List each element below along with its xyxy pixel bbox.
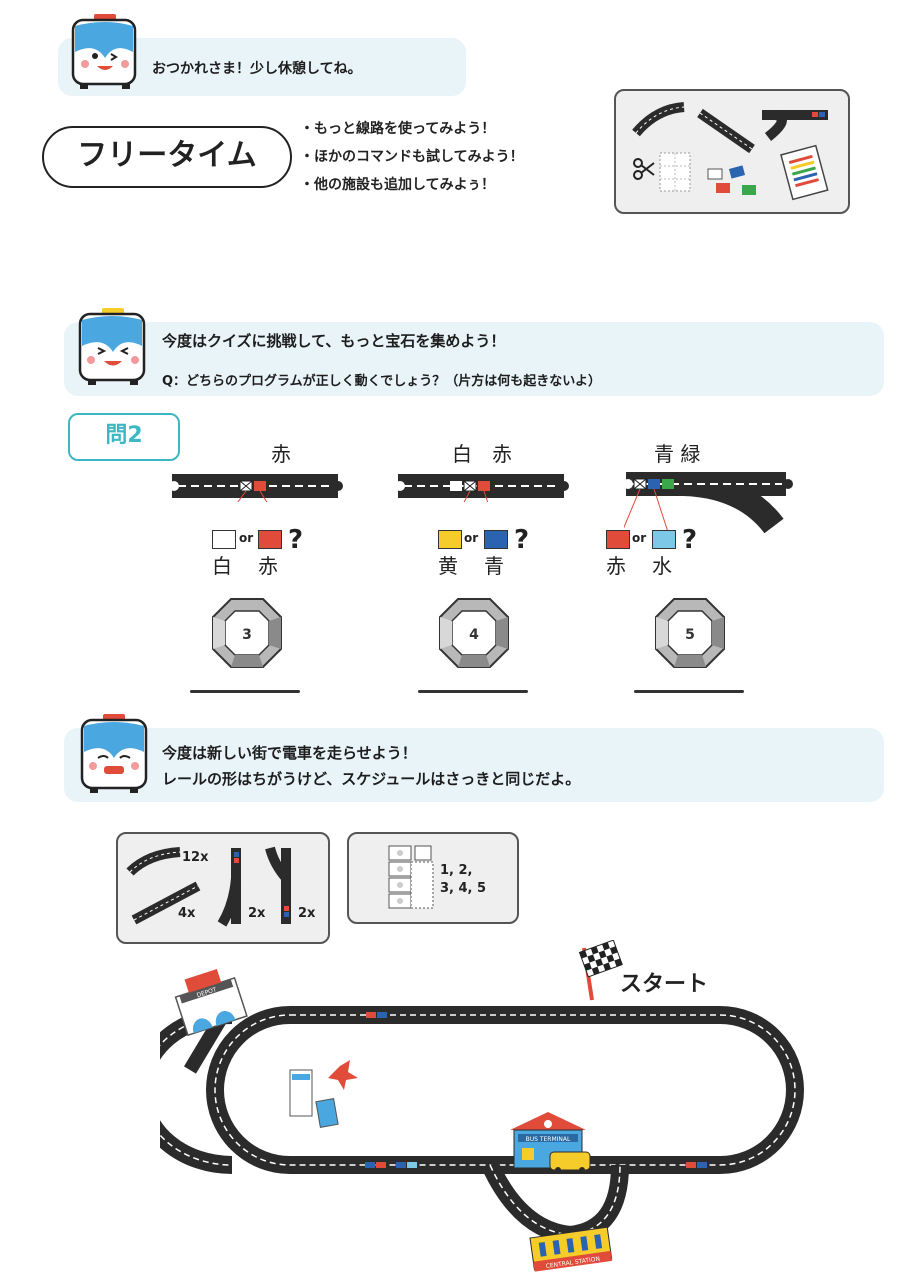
question-mark: ? — [288, 525, 304, 555]
choice-right-label-3: 水 — [652, 554, 672, 578]
question-mark: ? — [682, 525, 698, 555]
bus-terminal-icon: BUS TERMINAL — [510, 1112, 591, 1173]
quiz-question: Q：どちらのプログラムが正しく動くでしょう？（片方は何も起きないよ） — [162, 374, 602, 389]
checkered-flag-icon — [578, 940, 623, 1001]
new-town-message: 今度は新しい街で電車を走らせよう！ — [162, 744, 417, 762]
answer-line — [418, 690, 528, 693]
or-label: or — [632, 531, 647, 545]
free-time-title: フリータイム — [42, 126, 292, 188]
gem-number: 5 — [685, 627, 695, 643]
quiz-intro: 今度はクイズに挑戦して、もっと宝石を集めよう！ — [162, 332, 506, 350]
color-choice-left-2 — [438, 530, 462, 549]
answer-line — [190, 690, 300, 693]
start-label: スタート — [620, 972, 709, 997]
track-layout-map: DEPOT BUS TERMINAL CENTRAL STATION — [160, 968, 804, 1272]
parts-box-2 — [116, 832, 330, 944]
parts-box-1 — [614, 89, 850, 214]
gem-number: 3 — [242, 627, 252, 643]
sensor-top-label-1: 赤 — [271, 442, 291, 466]
sensor-top-label-2: 白 赤 — [452, 442, 512, 466]
question-label: 問2 — [68, 413, 180, 461]
color-choice-left-1 — [212, 530, 236, 549]
or-label: or — [464, 531, 479, 545]
choice-right-label-2: 青 — [484, 554, 504, 578]
track-straight-2 — [396, 474, 569, 502]
bullet-item: ・もっと線路を使ってみよう！ — [300, 121, 496, 137]
choice-left-label-3: 赤 — [606, 554, 626, 578]
train-mascot-icon — [78, 308, 146, 385]
free-time-bullets: ・もっと線路を使ってみよう！ ・ほかのコマンドも試してみよう！ ・他の施設も追加… — [300, 115, 524, 199]
color-choice-right-1 — [258, 530, 282, 549]
message-bubble-3 — [64, 728, 884, 802]
schedule-box — [347, 832, 519, 924]
train-mascot-icon — [80, 714, 148, 793]
curve-count: 12x — [182, 850, 209, 865]
question-mark: ? — [514, 525, 530, 555]
gem-icon: 5 — [655, 598, 725, 668]
track-straight-1 — [170, 474, 343, 502]
gem-icon: 4 — [439, 598, 509, 668]
train-mascot-icon — [71, 14, 137, 89]
color-choice-left-3 — [606, 530, 630, 549]
or-label: or — [239, 531, 254, 545]
choice-right-label-1: 赤 — [258, 554, 278, 578]
schedule-message: レールの形はちがうけど、スケジュールはさっきと同じだよ。 — [162, 770, 581, 788]
airport-icon — [289, 1060, 358, 1128]
message-bubble-2 — [64, 322, 884, 396]
choice-left-label-2: 黄 — [438, 554, 458, 578]
answer-line — [634, 690, 744, 693]
track-pieces-icon — [126, 846, 291, 927]
color-choice-right-2 — [484, 530, 508, 549]
schedule-numbers: 1, 2, 3, 4, 5 — [440, 863, 487, 896]
depot-building-icon: DEPOT — [174, 968, 248, 1037]
switch-left-count: 2x — [248, 906, 266, 921]
sensor-top-label-3: 青 緑 — [654, 442, 701, 466]
track-switch-3 — [624, 472, 793, 534]
bullet-item: ・他の施設も追加してみよぅ！ — [300, 177, 496, 193]
choice-left-label-1: 白 — [212, 554, 232, 578]
bus-terminal-sign: BUS TERMINAL — [526, 1136, 571, 1143]
rest-message: おつかれさま！少し休憩してね。 — [152, 61, 362, 77]
gem-icon: 3 — [212, 598, 282, 668]
track-parts-icon — [632, 102, 829, 201]
gem-number: 4 — [469, 627, 479, 643]
color-choice-right-3 — [652, 530, 676, 549]
bullet-item: ・ほかのコマンドも試してみよう！ — [300, 149, 524, 165]
scissors-icon — [633, 158, 655, 180]
schedule-cards-icon — [388, 845, 434, 909]
straight-count: 4x — [178, 906, 196, 921]
switch-right-count: 2x — [298, 906, 316, 921]
